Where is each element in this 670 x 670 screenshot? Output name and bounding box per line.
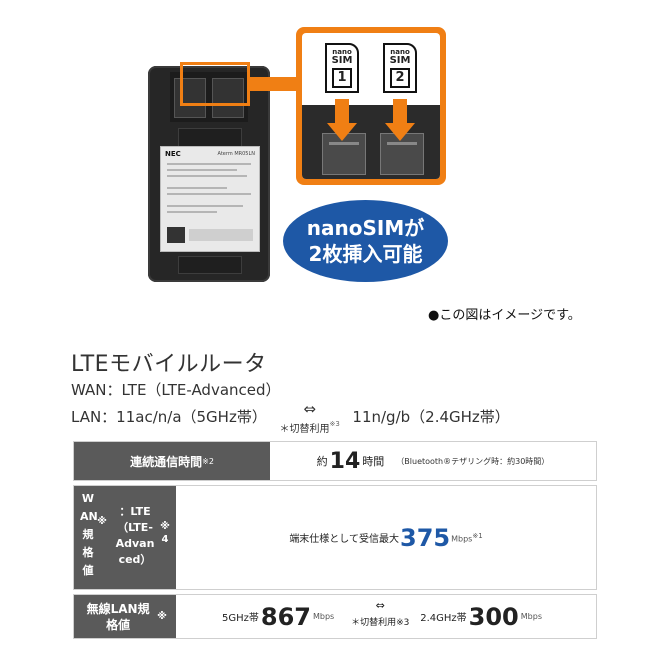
- callout-connector: [250, 77, 296, 91]
- row-value: 5GHz帯 867 Mbps ⇔ ＊切替利用※3 2.4GHz帯 300 Mbp…: [222, 598, 542, 633]
- spec-row-wlan: 無線LAN規格値 ※ 5GHz帯 867 Mbps ⇔ ＊切替利用※3 2.4G…: [73, 594, 597, 639]
- row-header: 連続通信時間※2: [74, 442, 270, 480]
- device-label: NEC Aterm MR05LN: [160, 146, 260, 252]
- device-brand: NEC: [165, 150, 181, 158]
- lan-switch: ⇔ ＊切替利用※3: [272, 400, 348, 436]
- sim-slot-1: [174, 78, 206, 118]
- dual-sim-badge: nanoSIMが 2枚挿入可能: [283, 200, 448, 282]
- row-value: 端末仕様として受信最大 375 Mbps※1: [289, 523, 483, 552]
- row-header: 無線LAN規格値 ※: [74, 595, 176, 638]
- sim-card-2-icon: nano SIM 2: [383, 43, 417, 93]
- lan-24ghz: 11n/g/b（2.4GHz帯）: [352, 408, 510, 426]
- warning-mark: [167, 227, 185, 243]
- sim-slot-closeup: [302, 105, 440, 179]
- image-note: ●この図はイメージです。: [428, 308, 581, 323]
- page-title: LTEモバイルルータ: [71, 352, 267, 377]
- row-header: W AN 規 格 値 ※ ：LTE （LTE- Advan ced） ※ 4: [74, 486, 176, 589]
- sim-slot-2: [212, 78, 244, 118]
- sim-slot-bay: [170, 72, 248, 122]
- device-model: Aterm MR05LN: [217, 151, 255, 157]
- switch-arrow-icon: ⇔: [303, 400, 316, 418]
- lan-spec: LAN：11ac/n/a（5GHz帯） ⇔ ＊切替利用※3 11n/g/b（2.…: [71, 400, 510, 436]
- lan-5ghz: LAN：11ac/n/a（5GHz帯）: [71, 408, 267, 426]
- sim-highlight-box: [180, 62, 250, 106]
- switch: ⇔ ＊切替利用※3: [346, 598, 414, 633]
- wan-spec: WAN：LTE（LTE-Advanced）: [71, 381, 281, 399]
- spec-row-battery: 連続通信時間※2 約 14 時間 （Bluetooth®テザリング時：約30時間…: [73, 441, 597, 481]
- switch-arrow-icon: ⇔: [375, 598, 385, 612]
- spec-row-wan: W AN 規 格 値 ※ ：LTE （LTE- Advan ced） ※ 4 端…: [73, 485, 597, 590]
- sim-zoom-callout: nano SIM 1 nano SIM 2: [296, 27, 446, 185]
- row-value: 約 14 時間 （Bluetooth®テザリング時：約30時間）: [316, 448, 550, 474]
- sim-card-1-icon: nano SIM 1: [325, 43, 359, 93]
